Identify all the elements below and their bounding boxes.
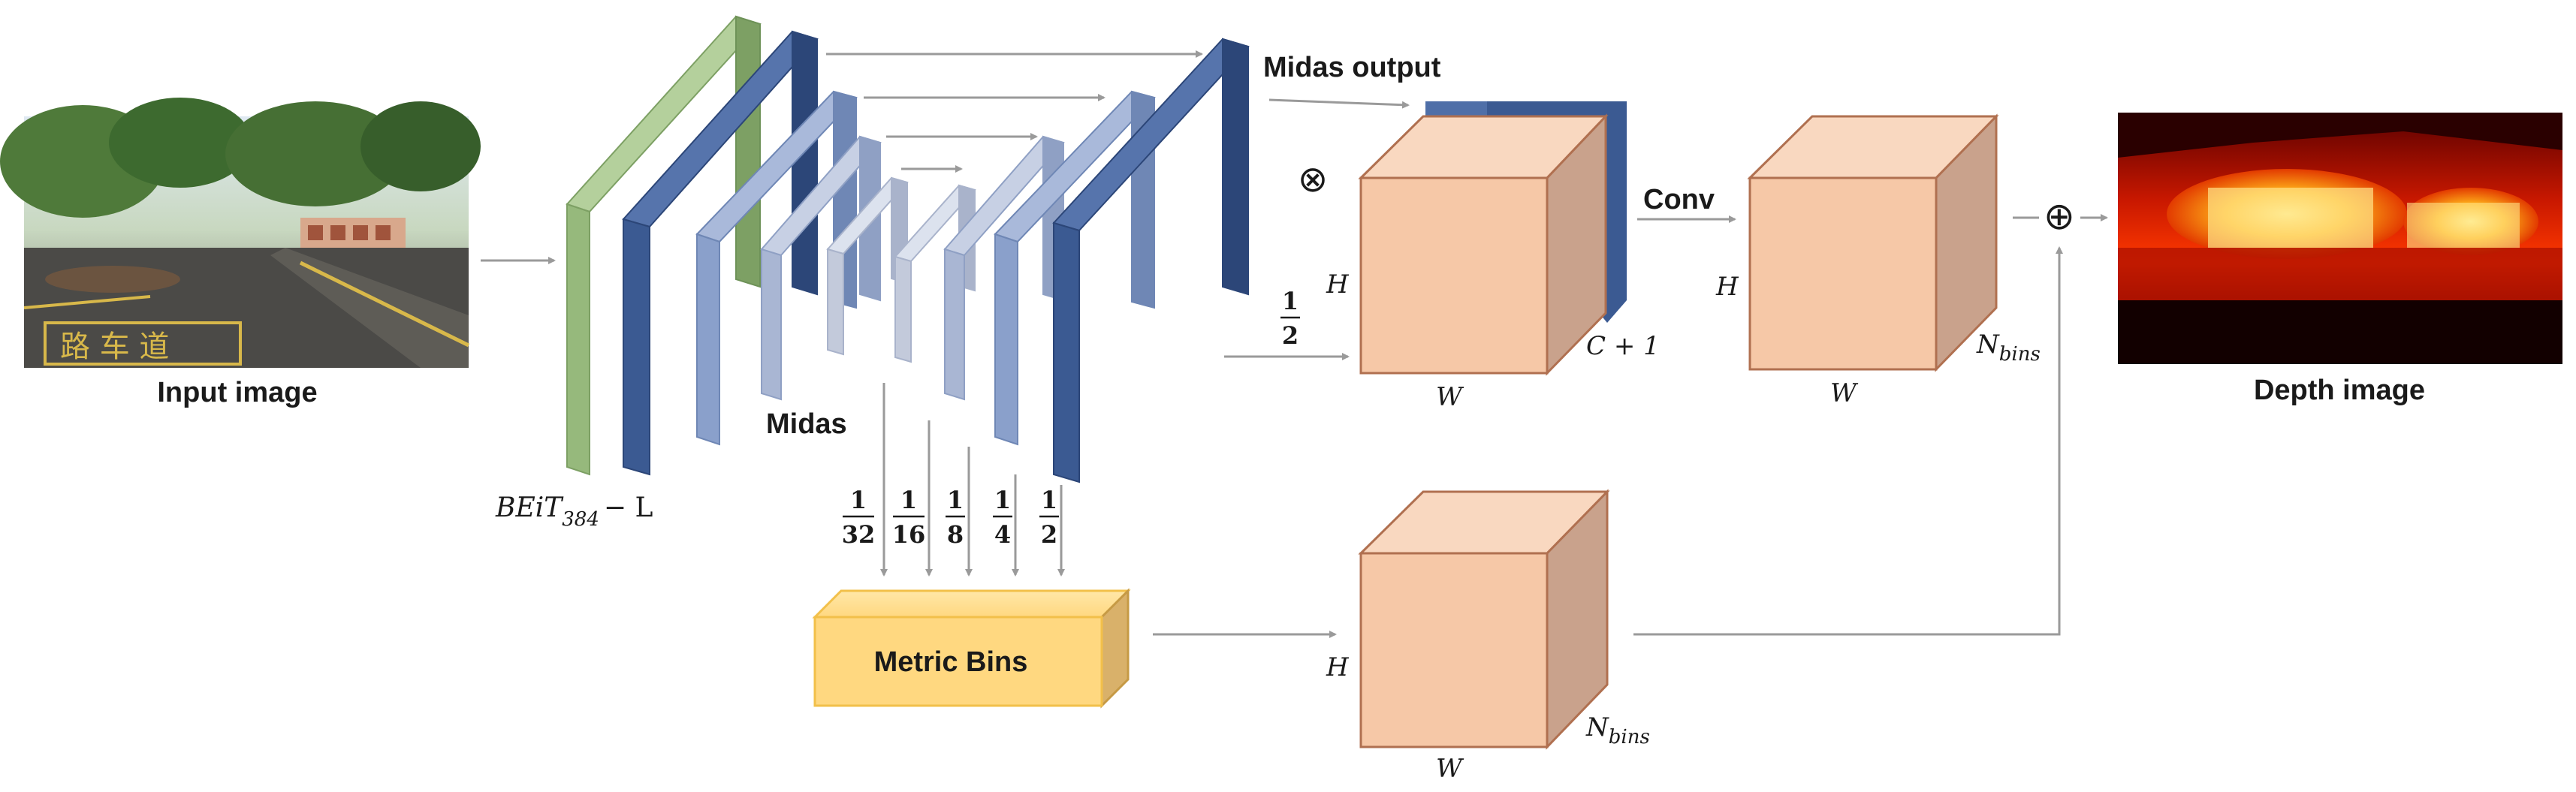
scale-fraction-1-4: 1 4	[993, 486, 1012, 549]
scale-arrows	[880, 383, 1065, 577]
midas-cube-h-label: H	[1326, 270, 1350, 300]
svg-text:2: 2	[1282, 321, 1299, 350]
midas-output-cube	[1358, 101, 1627, 376]
skip-connections	[826, 50, 1203, 173]
arrow-bins-to-add	[1633, 246, 2063, 636]
scale-fractions: 1 32 1 16 1 8 1 4 1 2	[842, 486, 1059, 549]
svg-text:2: 2	[1041, 520, 1057, 549]
decoder-block-3	[760, 135, 882, 401]
decoder-block-8	[1052, 38, 1250, 483]
conv-cube-h-label: H	[1715, 272, 1739, 302]
conv-cube-w-label: W	[1830, 378, 1859, 408]
input-image-label: Input image	[157, 377, 317, 408]
svg-text:1: 1	[947, 486, 964, 514]
bins-cube-n-label: Nbins	[1585, 712, 1650, 748]
scale-fraction-1-8: 1 8	[946, 486, 965, 549]
half-fraction: 1 2	[1280, 287, 1300, 350]
scale-fraction-1-16: 1 16	[892, 486, 926, 549]
svg-text:1: 1	[850, 486, 867, 514]
decoder-block-5	[894, 184, 976, 363]
svg-text:16: 16	[892, 520, 926, 549]
svg-text:1: 1	[994, 486, 1011, 514]
svg-text:路 车 道: 路 车 道	[60, 330, 169, 364]
conv-cube-n-label: Nbins	[1976, 330, 2041, 366]
conv-output-cube	[1747, 113, 1999, 372]
depth-image	[2118, 113, 2562, 364]
arrow-midas-output	[1268, 98, 1410, 109]
scale-fraction-1-2: 1 2	[1039, 486, 1059, 549]
bins-cube-h-label: H	[1326, 652, 1350, 682]
beit-encoder-block	[566, 15, 762, 476]
metric-bins-block	[812, 588, 1131, 709]
bins-cube	[1358, 489, 1610, 750]
midas-cube-c-label: C + 1	[1586, 331, 1660, 361]
encoder-label: BEiT384− L	[495, 492, 653, 531]
scale-fraction-1-32: 1 32	[842, 486, 876, 549]
midas-output-label: Midas output	[1263, 52, 1441, 83]
svg-text:BEiT384− L: BEiT384− L	[495, 492, 653, 531]
input-image: 路 车 道	[0, 98, 481, 368]
conv-label: Conv	[1643, 184, 1715, 215]
svg-text:1: 1	[1282, 287, 1299, 315]
multiply-operator: ⊗	[1298, 158, 1328, 200]
svg-text:4: 4	[994, 520, 1011, 549]
bins-cube-w-label: W	[1436, 754, 1464, 784]
svg-text:32: 32	[842, 520, 876, 549]
svg-text:1: 1	[900, 486, 917, 514]
svg-text:8: 8	[947, 520, 964, 549]
add-operator: ⊕	[2044, 194, 2075, 238]
midas-cube-w-label: W	[1436, 382, 1464, 412]
svg-text:1: 1	[1041, 486, 1057, 514]
metric-bins-label: Metric Bins	[874, 646, 1028, 678]
depth-image-label: Depth image	[2254, 375, 2425, 406]
encoder-decoder-stack	[566, 15, 1250, 483]
midas-label: Midas	[766, 408, 847, 440]
